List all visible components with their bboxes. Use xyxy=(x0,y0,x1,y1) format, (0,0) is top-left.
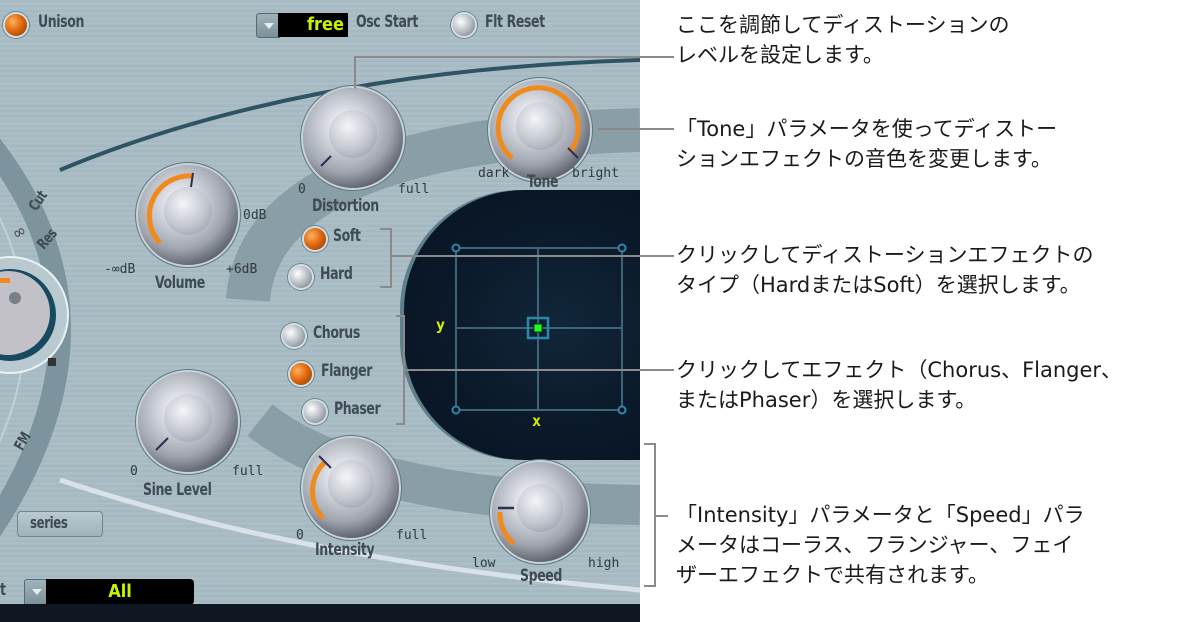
distortion-label: Distortion xyxy=(312,196,379,216)
xy-x-label: x xyxy=(532,412,542,430)
soft-label: Soft xyxy=(333,226,361,246)
intensity-knob[interactable] xyxy=(303,438,399,538)
speed-max-label: high xyxy=(588,556,620,571)
bracket-distortion-type xyxy=(390,228,392,288)
xy-pad[interactable]: y x xyxy=(404,190,640,460)
leader-distortion-vertical xyxy=(354,56,356,88)
flt-reset-label: Flt Reset xyxy=(485,12,545,32)
es2-effects-panel: Unison free Osc Start Flt Reset Cut ∞ Re… xyxy=(0,0,640,622)
flt-reset-toggle[interactable] xyxy=(453,14,475,36)
tone-max-label: bright xyxy=(572,166,619,181)
volume-label: Volume xyxy=(155,273,205,293)
xy-grid xyxy=(451,243,627,415)
panel-bottom-edge xyxy=(0,604,640,622)
volume-min-label: -∞dB xyxy=(104,262,136,277)
speed-knob[interactable] xyxy=(492,462,588,562)
sine-level-min-label: 0 xyxy=(130,464,138,479)
xy-y-label: y xyxy=(436,316,446,334)
annotation-distortion-type: クリックしてディストーションエフェクトの タイプ（HardまたはSoft）を選択… xyxy=(676,243,1094,297)
osc-start-dropdown-button[interactable] xyxy=(256,13,280,38)
series-button[interactable]: series xyxy=(17,511,103,537)
distortion-knob[interactable] xyxy=(303,88,403,188)
volume-mid-label: 0dB xyxy=(243,208,267,223)
hard-radio[interactable] xyxy=(290,266,312,288)
hard-label: Hard xyxy=(320,264,353,284)
leader-tone xyxy=(598,128,674,130)
phaser-radio[interactable] xyxy=(304,401,326,423)
speed-min-label: low xyxy=(472,556,496,571)
bracket-distortion-type-bottom xyxy=(380,286,390,288)
chorus-label: Chorus xyxy=(313,323,360,343)
bottom-dropdown-value[interactable]: All xyxy=(46,579,194,605)
intensity-max-label: full xyxy=(396,528,428,543)
volume-knob[interactable] xyxy=(138,165,238,265)
intensity-min-label: 0 xyxy=(296,528,304,543)
phaser-label: Phaser xyxy=(334,399,381,419)
intensity-label: Intensity xyxy=(315,540,375,560)
unison-label: Unison xyxy=(38,12,84,32)
bracket-intensity-speed-bottom xyxy=(644,585,655,587)
flanger-label: Flanger xyxy=(321,361,373,381)
bracket-distortion-type-top xyxy=(380,228,390,230)
annotation-distortion: ここを調節してディストーションの レベルを設定します。 xyxy=(676,13,1010,67)
leader-distortion-type xyxy=(390,255,674,257)
bottom-partial-label: t xyxy=(0,580,6,600)
flanger-radio[interactable] xyxy=(290,363,312,385)
speed-label: Speed xyxy=(520,566,562,586)
unison-toggle[interactable] xyxy=(5,14,27,36)
tone-label: Tone xyxy=(527,172,559,192)
chorus-radio[interactable] xyxy=(283,325,305,347)
bracket-effect-type-top xyxy=(396,315,404,317)
sine-level-knob[interactable] xyxy=(138,372,238,472)
volume-max-label: +6dB xyxy=(226,262,258,277)
sine-level-label: Sine Level xyxy=(143,480,212,500)
annotation-tone: 「Tone」パラメータを使ってディストー ションエフェクトの音色を変更します。 xyxy=(676,117,1058,171)
distortion-max-label: full xyxy=(398,182,430,197)
osc-start-label: Osc Start xyxy=(356,12,418,32)
soft-radio[interactable] xyxy=(304,228,326,250)
leader-distortion-horizontal xyxy=(354,56,674,58)
osc-start-value[interactable]: free xyxy=(278,13,348,37)
leader-effect-type xyxy=(403,369,674,371)
tone-knob[interactable] xyxy=(490,80,590,180)
annotation-intensity-speed: 「Intensity」パラメータと「Speed」パラ メータはコーラス、フランジ… xyxy=(676,503,1085,587)
sine-level-max-label: full xyxy=(232,464,264,479)
tone-min-label: dark xyxy=(478,166,510,181)
leader-intensity-speed xyxy=(654,515,668,517)
distortion-min-label: 0 xyxy=(298,182,306,197)
annotation-effect-type: クリックしてエフェクト（Chorus、Flanger、 またはPhaser）を選… xyxy=(676,358,1123,412)
bottom-dropdown-button[interactable] xyxy=(24,579,48,606)
bracket-effect-type-bottom xyxy=(396,423,404,425)
bracket-intensity-speed-top xyxy=(644,443,655,445)
